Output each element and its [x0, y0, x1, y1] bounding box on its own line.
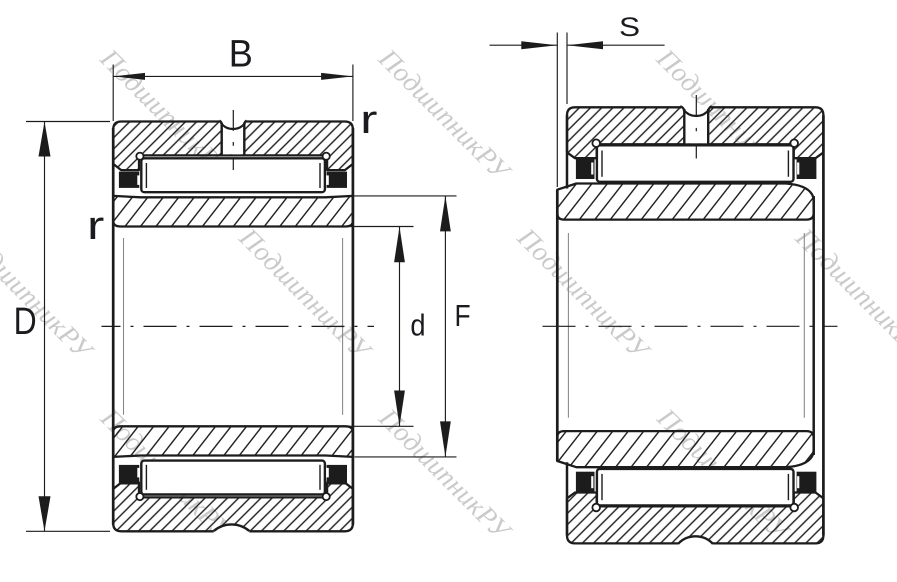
svg-text:d: d	[410, 309, 425, 343]
svg-text:B: B	[229, 32, 253, 75]
svg-text:F: F	[454, 299, 470, 333]
svg-text:r: r	[360, 97, 377, 142]
svg-text:S: S	[619, 12, 640, 42]
svg-text:D: D	[14, 301, 37, 343]
svg-text:r: r	[87, 203, 104, 248]
